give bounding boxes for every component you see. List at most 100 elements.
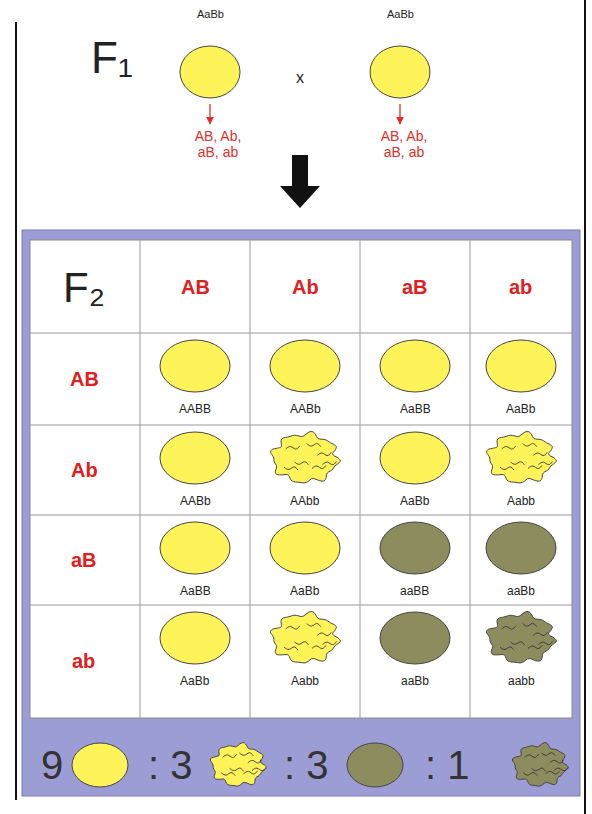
pea-body xyxy=(486,522,556,574)
genotype-label: AaBb xyxy=(400,495,429,509)
grid-line xyxy=(30,333,572,334)
gamete-list: AB, Ab, aB, ab xyxy=(185,128,251,160)
wrinkle-mark xyxy=(307,444,321,447)
wrinkle-mark xyxy=(532,768,546,771)
grid-line xyxy=(30,515,572,516)
genotype-label: AABB xyxy=(179,403,211,417)
wrinkle-mark xyxy=(546,771,560,774)
gamete-arrow xyxy=(399,104,400,124)
wrinkle-mark xyxy=(223,754,237,757)
pea-body xyxy=(347,743,403,787)
table-panel xyxy=(22,230,580,796)
wrinkle-mark xyxy=(239,753,253,756)
column-header: Ab xyxy=(292,276,319,299)
round-pea xyxy=(160,522,230,574)
genotype-label: AaBb xyxy=(387,8,414,21)
genotype-label: aaBB xyxy=(400,585,429,599)
round-pea xyxy=(160,612,230,664)
genotype-label: aaBb xyxy=(401,675,429,689)
pea-body xyxy=(180,46,240,98)
generation-label: F₁ xyxy=(91,33,133,84)
genotype-label: AABb xyxy=(290,403,321,417)
grid-line xyxy=(140,240,141,718)
pea-body xyxy=(270,612,340,663)
grid-line xyxy=(250,240,251,718)
grid-line xyxy=(360,240,361,718)
row-header: ab xyxy=(72,650,95,673)
down-arrow xyxy=(280,155,320,208)
pea-body xyxy=(160,340,230,392)
round-pea xyxy=(486,522,556,574)
wrinkle-mark xyxy=(528,465,542,468)
frame-line xyxy=(15,22,17,800)
generation-label: F₂ xyxy=(63,264,105,312)
grid-line xyxy=(470,240,471,718)
wrinkle-mark xyxy=(317,452,331,455)
wrinkle-mark xyxy=(244,771,258,774)
grid-line xyxy=(30,425,572,426)
pea-body xyxy=(270,432,340,483)
wrinkle-mark xyxy=(541,753,555,756)
round-pea xyxy=(72,743,128,787)
wrinkle-mark xyxy=(284,647,298,650)
round-pea xyxy=(370,46,430,98)
round-pea xyxy=(486,340,556,392)
wrinkled-pea xyxy=(270,432,340,483)
genotype-label: AaBB xyxy=(400,403,431,417)
wrinkle-mark xyxy=(286,446,300,449)
wrinkle-mark xyxy=(511,642,525,645)
wrinkle-mark xyxy=(500,647,514,650)
pea-body xyxy=(160,612,230,664)
wrinkle-mark xyxy=(502,446,516,449)
pea-body xyxy=(210,743,266,786)
round-pea xyxy=(270,340,340,392)
table-ground xyxy=(30,240,572,718)
column-header: aB xyxy=(402,276,428,299)
pea-body xyxy=(160,522,230,574)
wrinkle-mark xyxy=(554,768,568,771)
pea-body xyxy=(160,432,230,484)
wrinkle-mark xyxy=(533,452,547,455)
row-header: aB xyxy=(71,549,97,572)
grid-line xyxy=(30,605,572,606)
wrinkle-mark xyxy=(511,462,525,465)
wrinkle-mark xyxy=(550,760,564,763)
round-pea xyxy=(380,612,450,664)
cross-symbol: x xyxy=(296,69,304,87)
genotype-label: aaBb xyxy=(507,585,535,599)
column-header: AB xyxy=(181,276,210,299)
genotype-label: Aabb xyxy=(507,495,535,509)
wrinkle-mark xyxy=(307,624,321,627)
genotype-label: Aabb xyxy=(291,675,319,689)
pea-body xyxy=(380,340,450,392)
genotype-label: AaBb xyxy=(180,675,209,689)
wrinkle-mark xyxy=(295,462,309,465)
round-pea xyxy=(380,340,450,392)
wrinkle-mark xyxy=(230,768,244,771)
wrinkle-mark xyxy=(528,645,542,648)
wrinkled-pea xyxy=(210,743,266,786)
genotype-label: AAbb xyxy=(290,495,319,509)
round-pea xyxy=(270,522,340,574)
wrinkle-mark xyxy=(500,467,514,470)
wrinkle-mark xyxy=(252,768,266,771)
wrinkle-mark xyxy=(502,626,516,629)
frame-line xyxy=(584,0,586,814)
genotype-label: AaBB xyxy=(180,585,211,599)
wrinkle-mark xyxy=(221,773,235,776)
wrinkled-pea xyxy=(486,432,556,483)
pea-body xyxy=(270,522,340,574)
pea-body xyxy=(270,340,340,392)
wrinkle-mark xyxy=(533,632,547,635)
wrinkle-mark xyxy=(312,645,326,648)
wrinkle-mark xyxy=(284,467,298,470)
gamete-list: AB, Ab, aB, ab xyxy=(371,128,437,160)
pea-body xyxy=(486,340,556,392)
wrinkle-mark xyxy=(523,444,537,447)
wrinkle-mark xyxy=(523,624,537,627)
row-header: Ab xyxy=(71,459,98,482)
round-pea xyxy=(160,340,230,392)
genotype-label: AaBb xyxy=(506,403,535,417)
round-pea xyxy=(380,522,450,574)
